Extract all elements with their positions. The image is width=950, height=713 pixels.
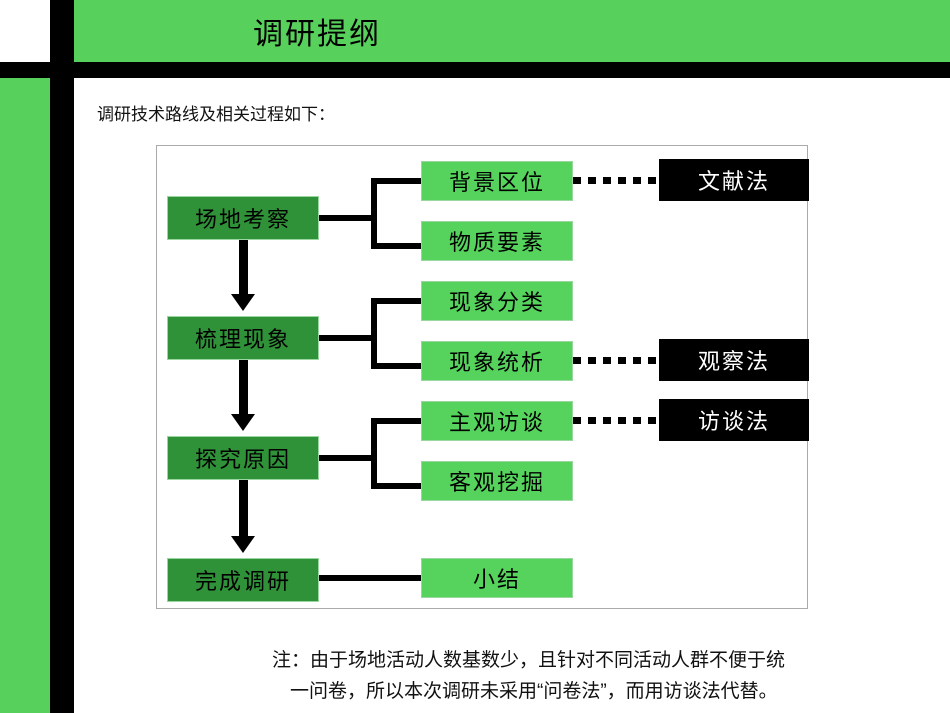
sub-node-6: 客观挖掘 (421, 461, 573, 501)
method-node-3: 访谈法 (659, 399, 809, 441)
bracket-1-arm-bottom (371, 243, 421, 249)
bracket-3-spine (371, 418, 377, 489)
stage-arrow-2-shaft (239, 360, 248, 416)
method-node-1: 文献法 (659, 159, 809, 201)
dotted-link-2 (573, 357, 661, 364)
sub-node-4: 现象统析 (421, 341, 573, 381)
footer-note-line-1: 注：由于场地活动人数基数少，且针对不同活动人群不便于统 (272, 650, 786, 671)
footer-note: 注：由于场地活动人数基数少，且针对不同活动人群不便于统 一问卷，所以本次调研未采… (272, 645, 944, 707)
stage-node-2: 梳理现象 (167, 316, 319, 360)
bracket-3-arm-top (371, 418, 421, 424)
footer-note-line-2: 一问卷，所以本次调研未采用“问卷法”，而用访谈法代替。 (290, 681, 778, 702)
bracket-1-stem (319, 215, 377, 221)
bracket-2-stem (319, 335, 377, 341)
page-title: 调研提纲 (253, 18, 381, 51)
left-vertical-bar (50, 0, 74, 713)
stage-node-1: 场地考察 (167, 196, 319, 240)
stage-arrow-1-shaft (239, 240, 248, 296)
bracket-3-stem (319, 455, 377, 461)
header-divider-bar (0, 62, 950, 78)
bracket-1-arm-top (371, 178, 421, 184)
dotted-link-3 (573, 417, 661, 424)
stage-arrow-3-head (231, 536, 255, 553)
sub-node-2: 物质要素 (421, 221, 573, 261)
sub-node-5: 主观访谈 (421, 401, 573, 441)
title-banner: 调研提纲 (74, 0, 950, 62)
stage-arrow-3-shaft (239, 480, 248, 538)
stage-node-4: 完成调研 (167, 558, 319, 602)
bracket-2-arm-bottom (371, 363, 421, 369)
stage-arrow-1-head (231, 294, 255, 311)
left-green-sidebar (0, 78, 50, 713)
connector-summary (319, 575, 421, 581)
dotted-link-1 (573, 177, 661, 184)
sub-node-1: 背景区位 (421, 161, 573, 201)
sub-node-7: 小结 (421, 558, 573, 598)
lead-paragraph: 调研技术路线及相关过程如下： (97, 105, 335, 124)
stage-arrow-2-head (231, 414, 255, 431)
bracket-1-spine (371, 178, 377, 249)
bracket-2-arm-top (371, 298, 421, 304)
flowchart-panel: 场地考察 梳理现象 探究原因 完成调研 背景区位 物质要素 现象分类 现象统析 … (156, 145, 809, 609)
method-node-2: 观察法 (659, 339, 809, 381)
bracket-2-spine (371, 298, 377, 369)
bracket-3-arm-bottom (371, 483, 421, 489)
sub-node-3: 现象分类 (421, 281, 573, 321)
stage-node-3: 探究原因 (167, 436, 319, 480)
